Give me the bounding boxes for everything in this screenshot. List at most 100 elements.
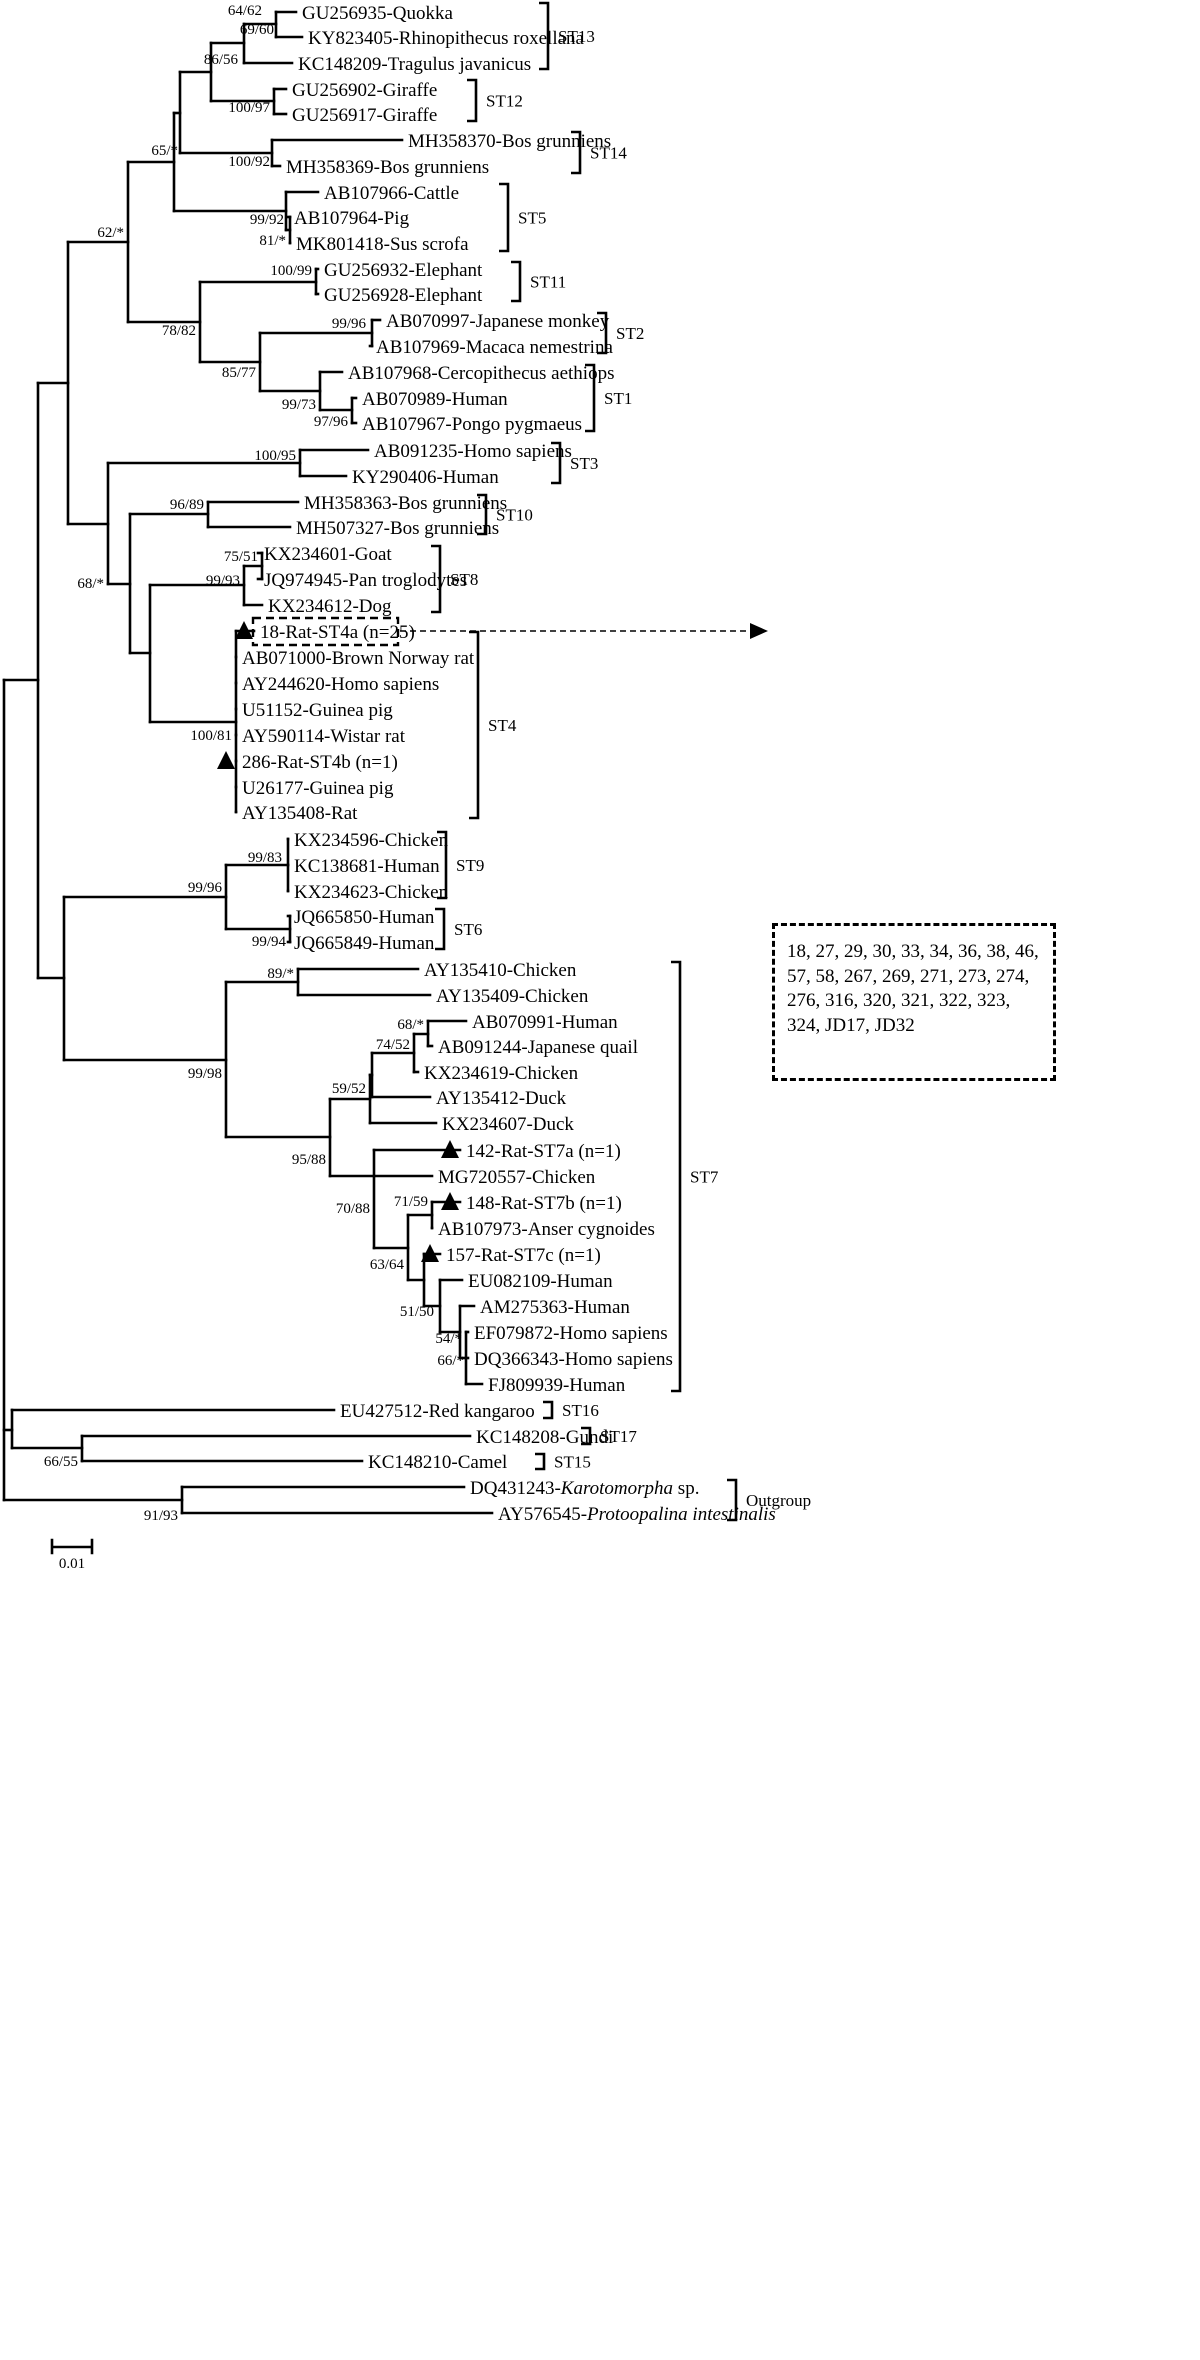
leaf-label: MH358370-Bos grunniens bbox=[408, 131, 611, 152]
clade-bracket bbox=[437, 830, 448, 900]
clade-bracket bbox=[431, 544, 442, 614]
leaf-label: EU427512-Red kangaroo bbox=[340, 1401, 535, 1422]
leaf-label: DQ431243-Karotomorpha sp. bbox=[470, 1478, 699, 1499]
leaf-label: KC148209-Tragulus javanicus bbox=[298, 54, 531, 75]
clade-bracket bbox=[585, 363, 596, 433]
bootstrap-label: 99/94 bbox=[252, 934, 287, 950]
leaf-label: KY290406-Human bbox=[352, 467, 499, 488]
clade-label-st3: ST3 bbox=[570, 454, 598, 473]
leaf-label: AB107967-Pongo pygmaeus bbox=[362, 414, 582, 435]
clade-bracket bbox=[543, 1400, 554, 1420]
leaf-label: AB107966-Cattle bbox=[324, 183, 459, 204]
clade-label-outgroup: Outgroup bbox=[746, 1491, 811, 1510]
clade-label-st11: ST11 bbox=[530, 273, 566, 292]
clade-label-st5: ST5 bbox=[518, 209, 546, 228]
clade-bracket bbox=[499, 182, 510, 253]
bootstrap-label: 68/* bbox=[77, 576, 104, 592]
bootstrap-label: 68/* bbox=[397, 1017, 424, 1033]
bootstrap-label: 89/* bbox=[267, 966, 294, 982]
leaf-label: MH358363-Bos grunniens bbox=[304, 493, 507, 514]
bootstrap-label: 99/73 bbox=[282, 397, 316, 413]
leaf-label: AB091235-Homo sapiens bbox=[374, 441, 572, 462]
bootstrap-label: 75/51 bbox=[224, 549, 258, 565]
clade-bracket bbox=[551, 441, 562, 485]
bootstrap-label: 100/92 bbox=[228, 154, 270, 170]
leaf-label: AY135409-Chicken bbox=[436, 986, 589, 1007]
leaf-label: AB107964-Pig bbox=[294, 208, 410, 229]
leaf-label: KX234601-Goat bbox=[264, 544, 392, 565]
leaf-label: DQ366343-Homo sapiens bbox=[474, 1349, 673, 1370]
leaf-label: EF079872-Homo sapiens bbox=[474, 1323, 668, 1344]
bootstrap-label: 51/50 bbox=[400, 1304, 434, 1320]
rat-isolate-triangle-icon bbox=[217, 751, 235, 769]
sample-id-box: 18, 27, 29, 30, 33, 34, 36, 38, 46, 57, … bbox=[772, 923, 1056, 1081]
leaf-label: AB107968-Cercopithecus aethiops bbox=[348, 363, 614, 384]
leaf-label: AY135410-Chicken bbox=[424, 960, 577, 981]
clade-bracket bbox=[435, 907, 446, 951]
bootstrap-label: 71/59 bbox=[394, 1194, 428, 1210]
bootstrap-label: 70/88 bbox=[336, 1201, 370, 1217]
leaf-label: AB070991-Human bbox=[472, 1012, 618, 1033]
leaf-label: KY823405-Rhinopithecus roxellana bbox=[308, 28, 585, 49]
clade-bracket bbox=[467, 78, 478, 123]
leaf-label: KX234612-Dog bbox=[268, 596, 392, 617]
arrow-head-icon bbox=[750, 623, 768, 639]
clade-label-st16: ST16 bbox=[562, 1401, 599, 1420]
bootstrap-label: 99/96 bbox=[332, 316, 367, 332]
clade-label-st6: ST6 bbox=[454, 920, 482, 939]
bootstrap-label: 62/* bbox=[97, 225, 124, 241]
clade-label-st12: ST12 bbox=[486, 92, 523, 111]
leaf-label: JQ665849-Human bbox=[294, 933, 435, 954]
leaf-label: 148-Rat-ST7b (n=1) bbox=[466, 1193, 622, 1214]
leaf-label: AB107973-Anser cygnoides bbox=[438, 1219, 655, 1240]
leaf-label: GU256935-Quokka bbox=[302, 3, 453, 24]
bootstrap-label: 74/52 bbox=[376, 1037, 410, 1053]
leaf-label: AB071000-Brown Norway rat bbox=[242, 648, 475, 669]
bootstrap-label: 97/96 bbox=[314, 414, 349, 430]
leaf-label: GU256917-Giraffe bbox=[292, 105, 437, 126]
leaf-label: JQ974945-Pan troglodytes bbox=[264, 570, 467, 591]
leaf-label: MG720557-Chicken bbox=[438, 1167, 596, 1188]
bootstrap-label: 96/89 bbox=[170, 497, 204, 513]
bootstrap-label: 78/82 bbox=[162, 323, 196, 339]
bootstrap-label: 99/83 bbox=[248, 850, 282, 866]
leaf-label: MH507327-Bos grunniens bbox=[296, 518, 499, 539]
leaf-label: AB091244-Japanese quail bbox=[438, 1037, 638, 1058]
rat-isolate-triangle-icon bbox=[421, 1244, 439, 1262]
bootstrap-label: 65/* bbox=[151, 143, 178, 159]
bootstrap-label: 91/93 bbox=[144, 1508, 178, 1524]
clade-bracket bbox=[727, 1478, 738, 1522]
bootstrap-label: 69/60 bbox=[240, 22, 274, 38]
clade-label-st7: ST7 bbox=[690, 1168, 719, 1187]
clade-label-st9: ST9 bbox=[456, 856, 484, 875]
bootstrap-label: 100/95 bbox=[254, 448, 296, 464]
leaf-label: FJ809939-Human bbox=[488, 1375, 626, 1396]
bootstrap-label: 64/62 bbox=[228, 3, 262, 19]
leaf-label: AB107969-Macaca nemestrina bbox=[376, 337, 613, 358]
leaf-label: KC148208-Gundi bbox=[476, 1427, 613, 1448]
clade-label-st1: ST1 bbox=[604, 389, 632, 408]
bootstrap-label: 100/97 bbox=[228, 100, 270, 116]
bootstrap-label: 99/93 bbox=[206, 573, 240, 589]
leaf-label: AB070989-Human bbox=[362, 389, 508, 410]
leaf-label: AY590114-Wistar rat bbox=[242, 726, 406, 747]
clade-bracket bbox=[511, 260, 522, 303]
leaf-label: GU256928-Elephant bbox=[324, 285, 483, 306]
clade-bracket bbox=[477, 493, 488, 536]
clade-label-st14: ST14 bbox=[590, 144, 627, 163]
clade-label-st15: ST15 bbox=[554, 1453, 591, 1472]
clade-bracket bbox=[597, 311, 608, 355]
scale-bar-label: 0.01 bbox=[59, 1556, 85, 1572]
leaf-label: KX234596-Chicken bbox=[294, 830, 449, 851]
clade-label-st4: ST4 bbox=[488, 716, 517, 735]
clade-label-st13: ST13 bbox=[558, 27, 595, 46]
bootstrap-label: 100/99 bbox=[270, 263, 312, 279]
leaf-label: GU256932-Elephant bbox=[324, 260, 483, 281]
leaf-label: AB070997-Japanese monkey bbox=[386, 311, 610, 332]
bootstrap-label: 81/* bbox=[259, 233, 286, 249]
rat-isolate-triangle-icon bbox=[441, 1192, 459, 1210]
rat-isolate-triangle-icon bbox=[441, 1140, 459, 1158]
bootstrap-label: 59/52 bbox=[332, 1081, 366, 1097]
leaf-label: U26177-Guinea pig bbox=[242, 778, 394, 799]
bootstrap-label: 63/64 bbox=[370, 1257, 405, 1273]
